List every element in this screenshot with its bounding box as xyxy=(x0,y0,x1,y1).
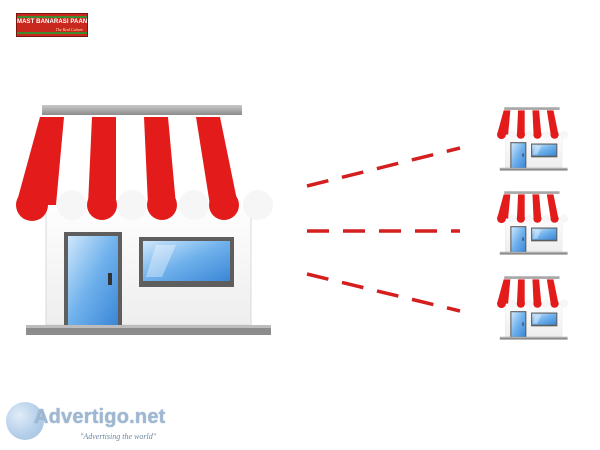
logo-stripe-bottom xyxy=(17,32,87,34)
branch-storefront-icon-3 xyxy=(497,276,569,340)
main-storefront-icon xyxy=(16,105,275,336)
brand-logo: MAST BANARASI PAAN The Real Culture xyxy=(16,13,88,37)
watermark-brand: Advertigo.net xyxy=(34,406,166,428)
globe-icon xyxy=(6,402,44,440)
branch-storefront-icon-1 xyxy=(497,107,569,171)
logo-stripe-top xyxy=(17,16,87,18)
logo-name: MAST BANARASI PAAN xyxy=(17,19,88,25)
connector-line-bottom xyxy=(306,272,461,313)
watermark-tagline: "Advertising the world" xyxy=(80,432,157,441)
branch-storefront-icon-2 xyxy=(497,191,569,255)
logo-tagline: The Real Culture xyxy=(55,27,83,32)
watermark: Advertigo.net "Advertising the world" xyxy=(4,400,184,446)
connector-line-top xyxy=(306,146,461,188)
